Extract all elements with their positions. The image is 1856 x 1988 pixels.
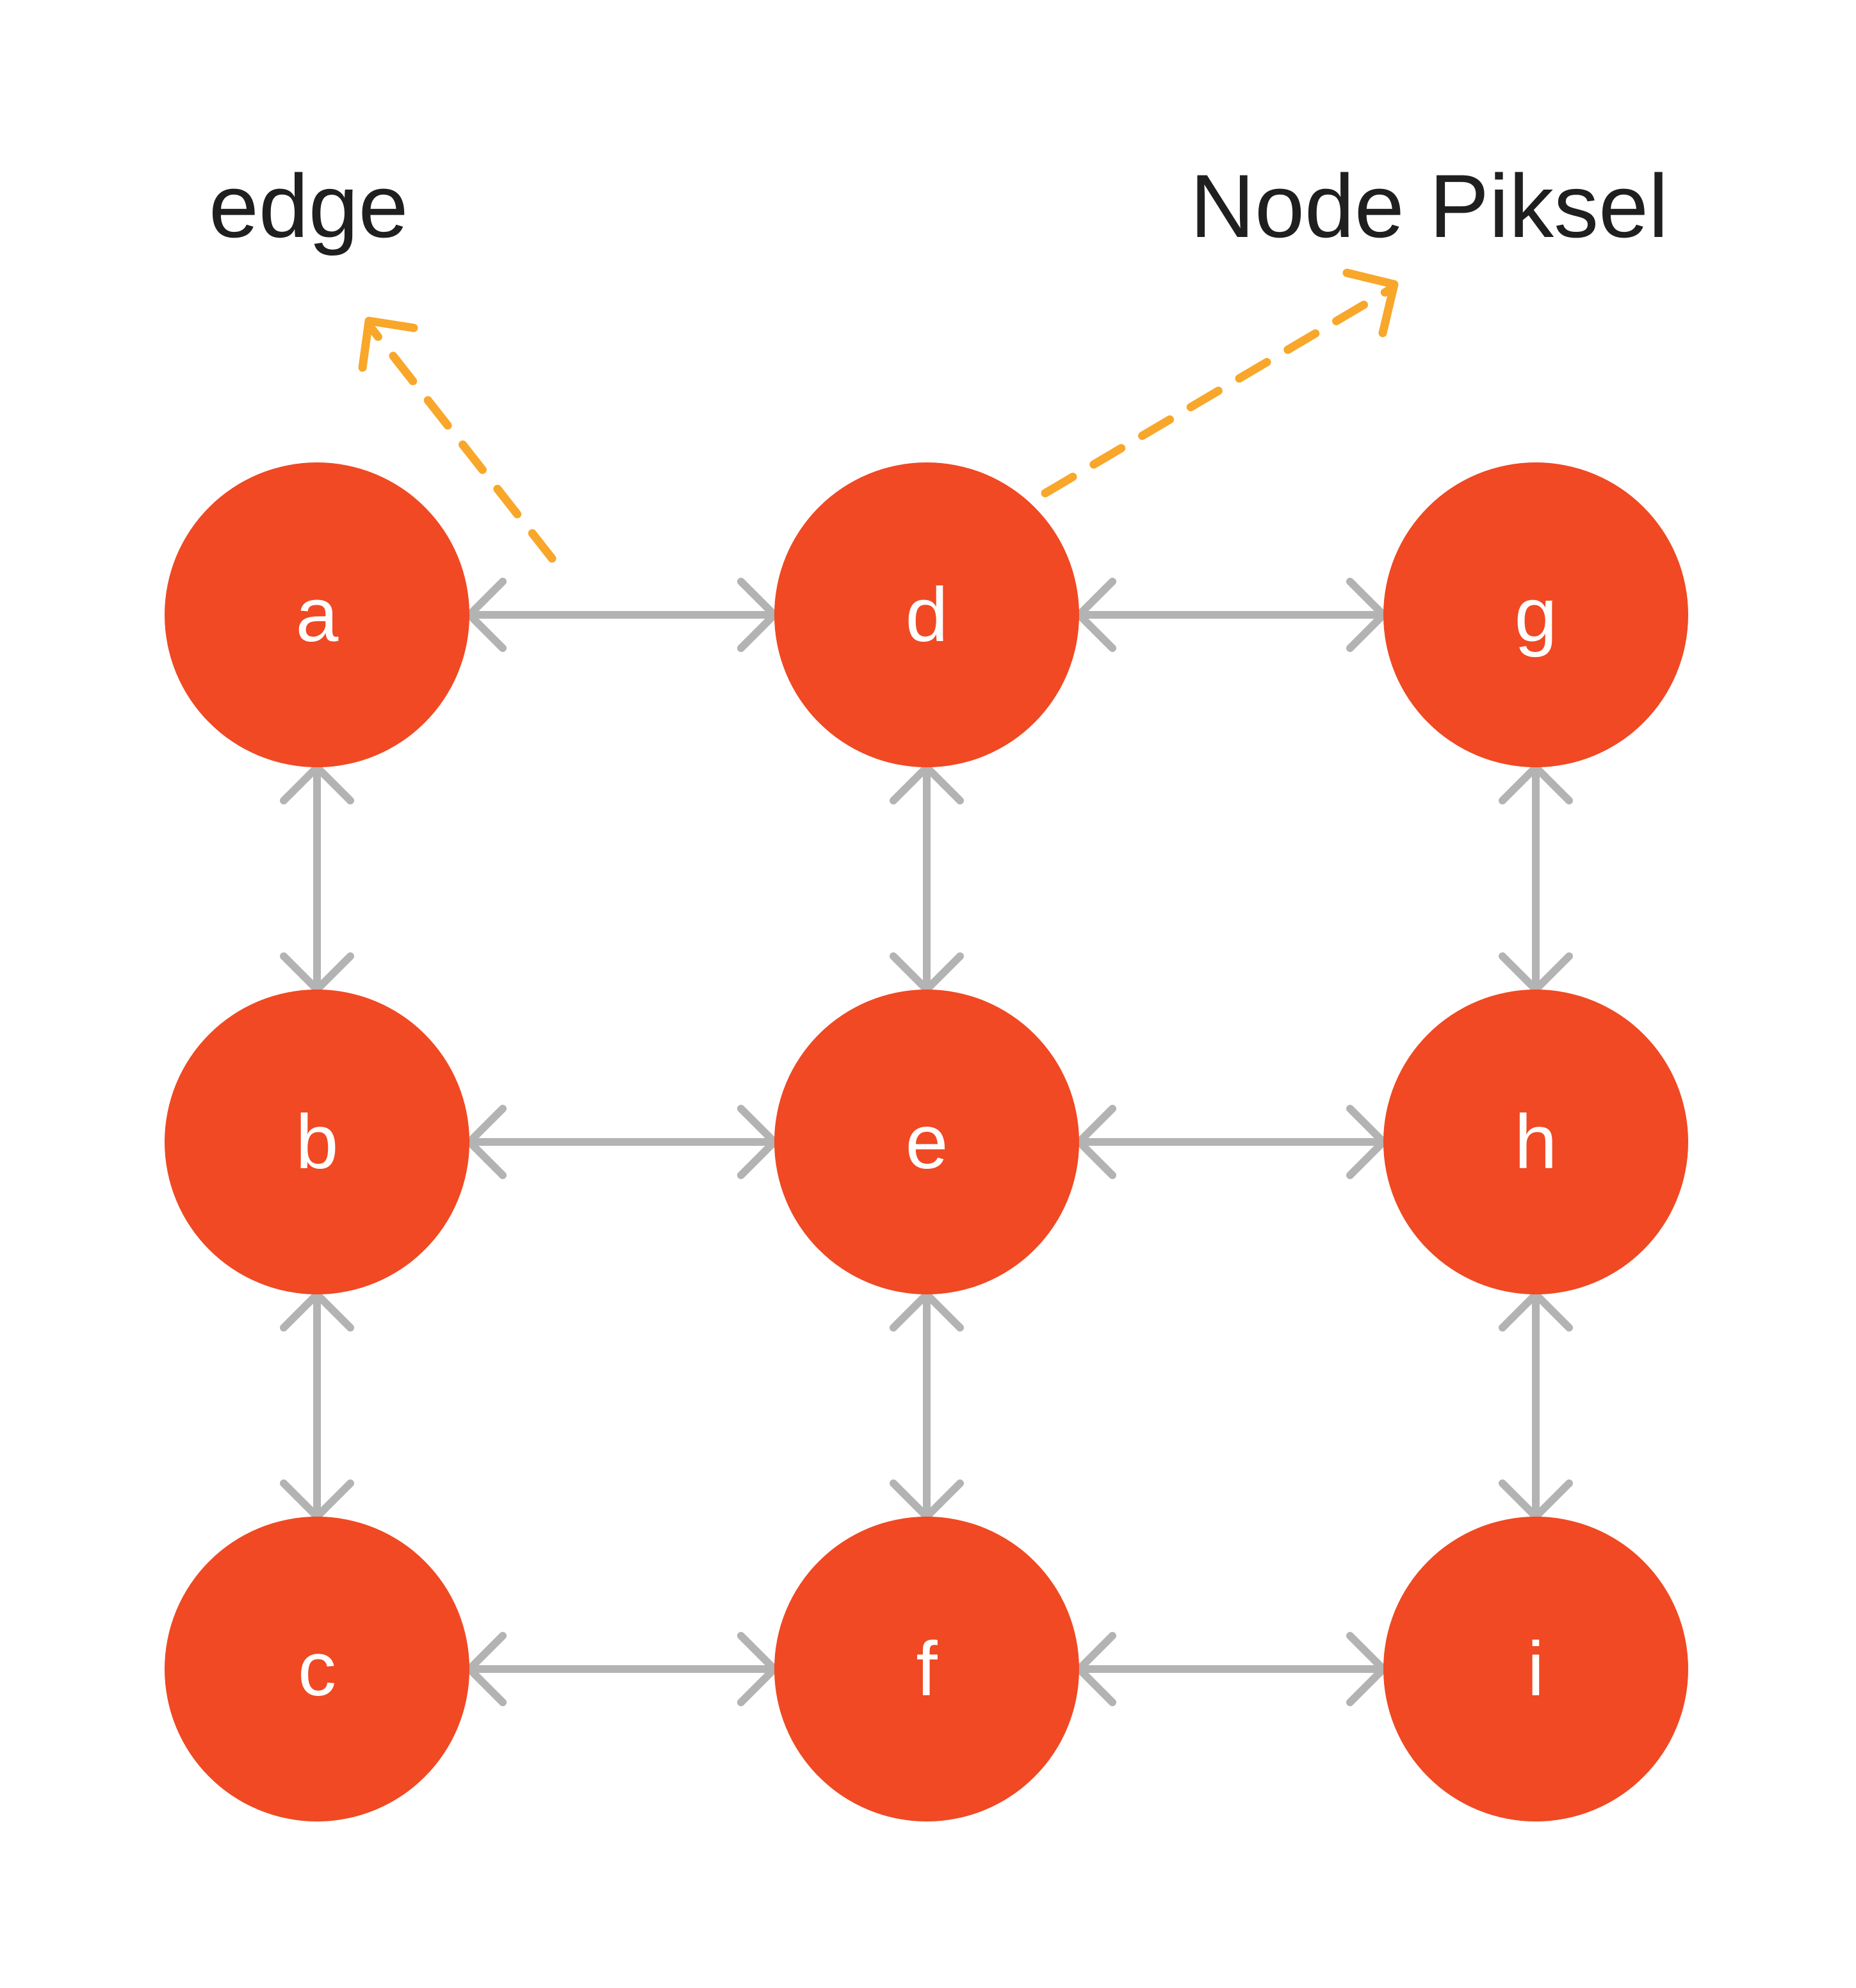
node-h: h (1383, 990, 1688, 1294)
edge-f-i (1075, 1632, 1387, 1706)
node-circle (1383, 990, 1688, 1294)
node-e: e (774, 990, 1079, 1294)
node-label: g (1515, 572, 1558, 658)
node-g: g (1383, 462, 1688, 767)
node-label: a (296, 572, 339, 658)
callouts-layer (358, 268, 1399, 563)
node-circle (1383, 462, 1688, 767)
node-c: c (165, 1517, 469, 1821)
node-piksel-callout-label: Node Piksel (1190, 156, 1669, 256)
edge-callout-label: edge (209, 156, 409, 256)
node-circle (774, 1517, 1079, 1821)
node-callout-arrow-line (1041, 285, 1394, 498)
edge-callout-arrow-line (366, 322, 557, 563)
node-circle (774, 462, 1079, 767)
node-b: b (165, 990, 469, 1294)
edge-a-d (466, 578, 778, 652)
edge-e-h (1075, 1105, 1387, 1179)
edge-d-e (890, 763, 964, 993)
node-circle (165, 462, 469, 767)
edge-d-g (1075, 578, 1387, 652)
edge-g-h (1499, 763, 1573, 993)
node-circle (1383, 1517, 1688, 1821)
edge-e-f (890, 1291, 964, 1520)
edge-b-e (466, 1105, 778, 1179)
edge-a-b (280, 763, 354, 993)
node-label: h (1515, 1099, 1558, 1185)
node-d: d (774, 462, 1079, 767)
node-circle (165, 1517, 469, 1821)
node-callout-arrowhead (1342, 268, 1399, 338)
node-label: i (1527, 1626, 1545, 1712)
edge-c-f (466, 1632, 778, 1706)
node-f: f (774, 1517, 1079, 1821)
edge-callout-arrowhead (358, 316, 418, 372)
node-label: c (298, 1626, 336, 1712)
edge-b-c (280, 1291, 354, 1520)
nodes-layer: a b c d e f g h i (165, 462, 1688, 1821)
node-label: f (916, 1626, 938, 1712)
node-i: i (1383, 1517, 1688, 1821)
edge-h-i (1499, 1291, 1573, 1520)
node-label: b (296, 1099, 339, 1185)
edges-layer (280, 578, 1573, 1706)
node-label: e (906, 1099, 948, 1185)
node-circle (774, 990, 1079, 1294)
node-circle (165, 990, 469, 1294)
node-label: d (906, 572, 948, 658)
node-a: a (165, 462, 469, 767)
